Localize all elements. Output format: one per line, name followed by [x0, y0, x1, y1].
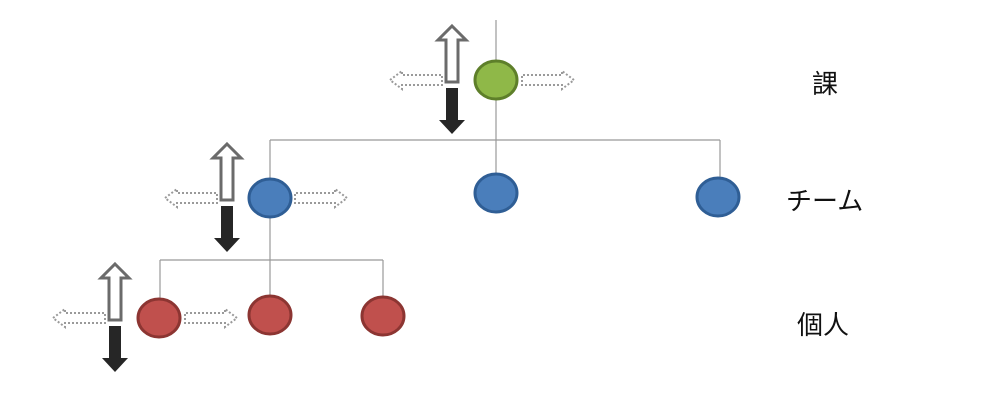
level-label-section: 課 — [812, 70, 839, 100]
arrow-down-icon — [102, 326, 128, 372]
arrow-down-icon — [439, 88, 465, 134]
individual-node — [247, 294, 293, 336]
individual-node — [136, 297, 182, 339]
movement-arrows — [388, 23, 576, 134]
arrow-left-icon — [163, 187, 218, 209]
section-node — [473, 59, 519, 101]
arrow-up-icon — [209, 141, 245, 202]
arrow-right-icon — [521, 69, 576, 91]
arrow-right-icon — [294, 187, 349, 209]
arrow-down-icon — [214, 206, 240, 252]
movement-arrows — [51, 261, 239, 372]
team-node — [473, 172, 519, 214]
arrow-left-icon — [388, 69, 443, 91]
level-label-individual: 個人 — [797, 311, 850, 341]
arrow-left-icon — [51, 307, 106, 329]
arrow-right-icon — [184, 307, 239, 329]
movement-arrows — [163, 141, 349, 252]
team-node — [695, 176, 741, 218]
team-node — [247, 177, 293, 219]
level-label-team: チーム — [786, 187, 864, 217]
arrow-up-icon — [434, 23, 470, 84]
arrow-up-icon — [97, 261, 133, 322]
individual-node — [360, 295, 406, 337]
